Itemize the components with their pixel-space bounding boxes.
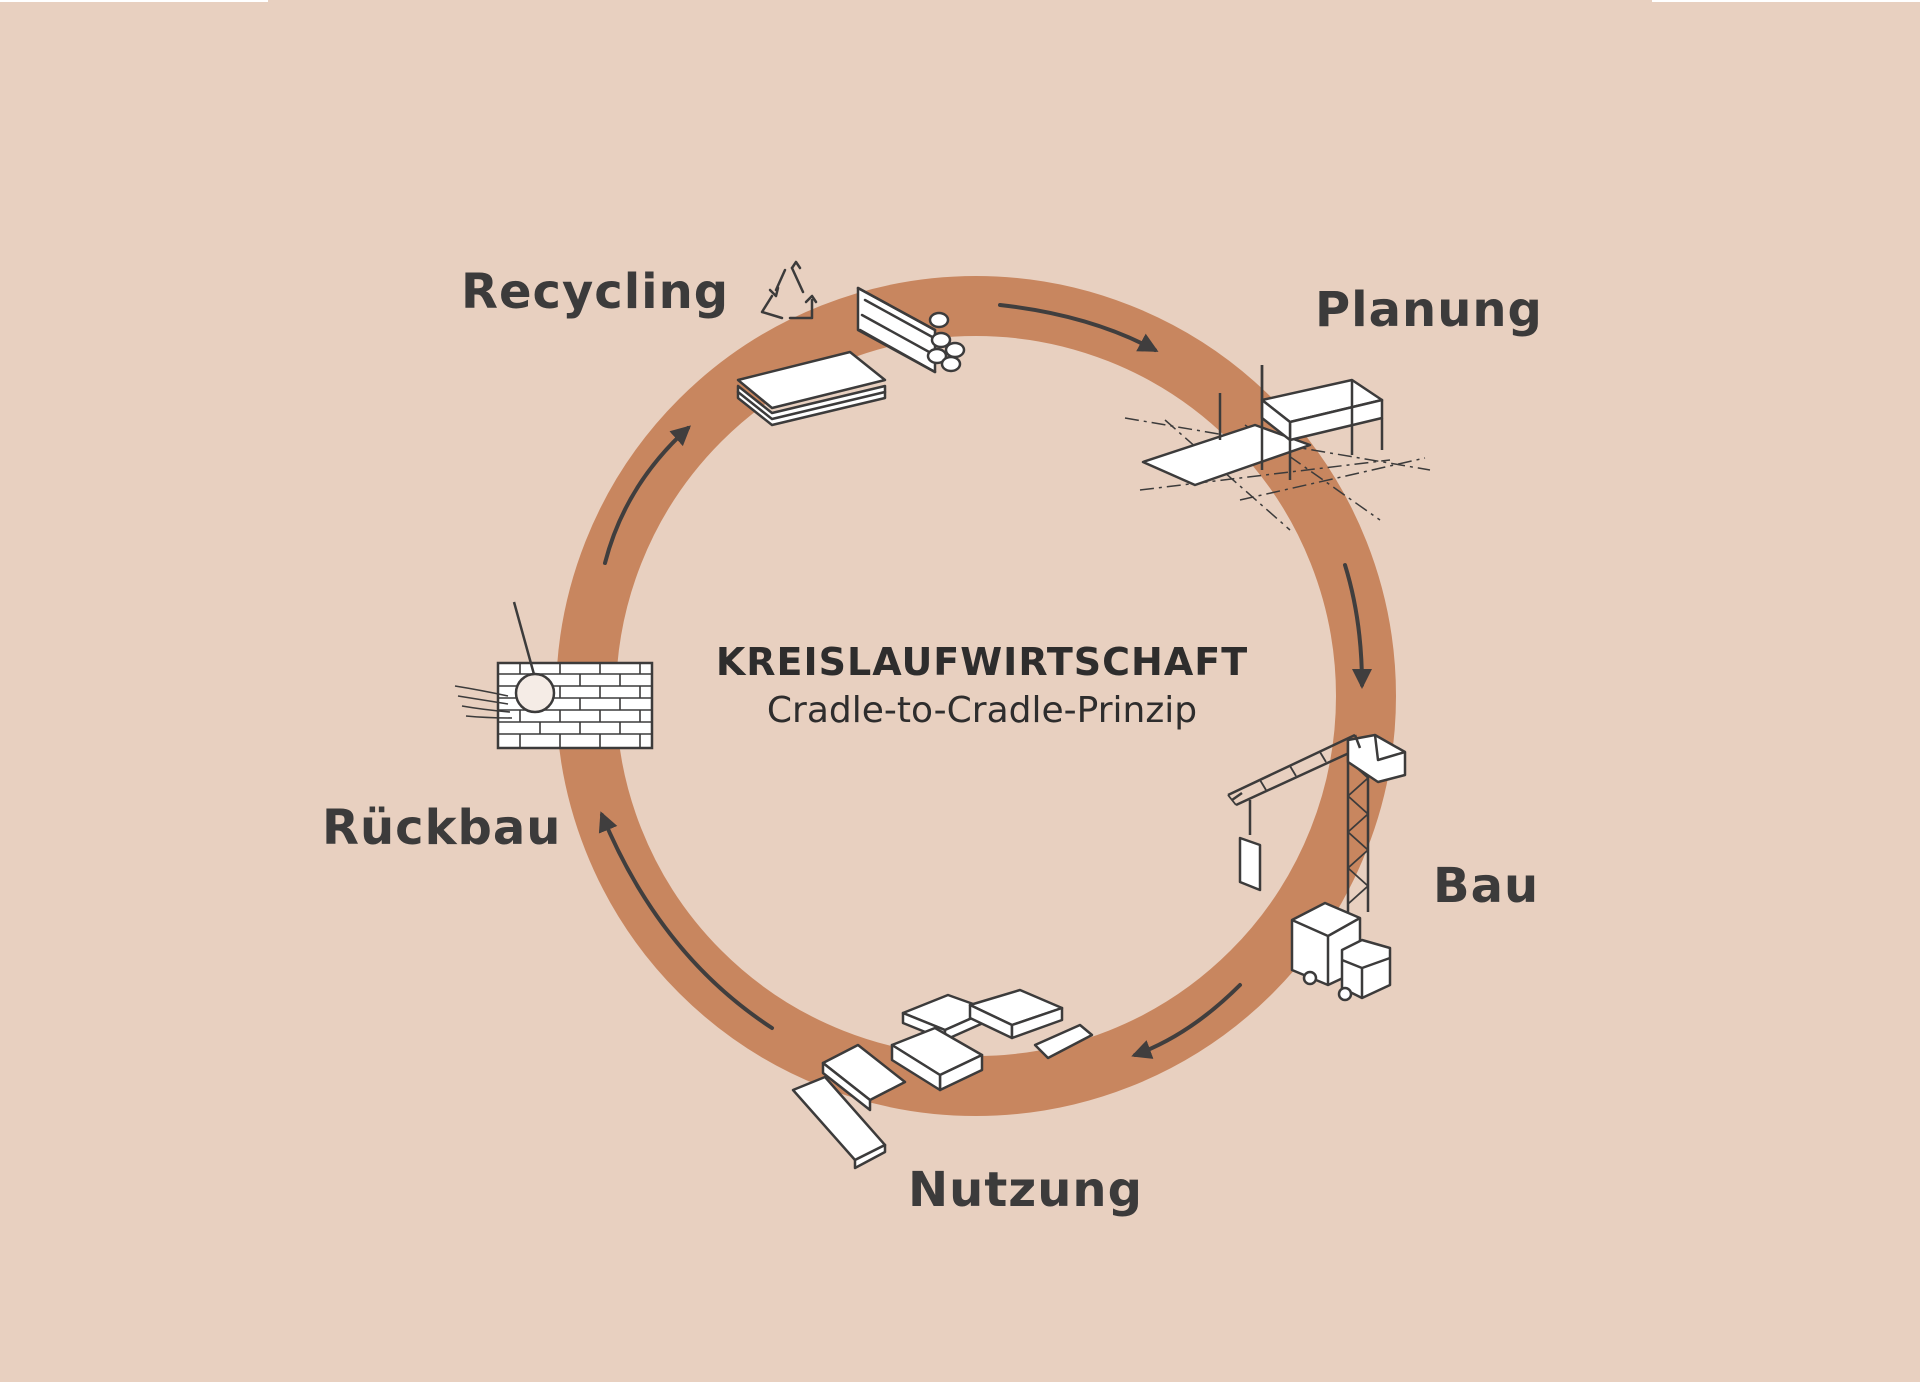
recycle-symbol-icon <box>760 260 818 320</box>
top-left-strip <box>0 0 268 2</box>
label-bau: Bau <box>1433 858 1540 914</box>
building-plan-icon <box>1124 365 1431 531</box>
arrow-nutzung-to-rueckbau <box>598 811 774 1030</box>
label-rueckbau: Rückbau <box>322 800 562 856</box>
arrow-bau-to-nutzung <box>1131 983 1242 1059</box>
recycled-materials-icon <box>736 260 966 427</box>
crane-icon <box>1227 733 1407 912</box>
arrow-planung-to-bau <box>1343 563 1372 689</box>
center-subtitle: Cradle-to-Cradle-Prinzip <box>766 690 1198 731</box>
flow-arrows <box>598 303 1372 1059</box>
label-nutzung: Nutzung <box>908 1162 1143 1218</box>
sheet-stack-icon <box>736 350 887 427</box>
demolition-wall-icon <box>454 601 654 750</box>
panels-stack-icon <box>791 988 1094 1170</box>
pipe-bundle-icon <box>856 286 966 374</box>
label-recycling: Recycling <box>461 264 730 320</box>
center-caption: KREISLAUFWIRTSCHAFT Cradle-to-Cradle-Pri… <box>632 640 1332 731</box>
crane-truck-icon <box>1227 733 1407 1002</box>
arrow-rueckbau-to-recycling <box>603 425 691 565</box>
center-title: KREISLAUFWIRTSCHAFT <box>715 640 1249 684</box>
label-planung: Planung <box>1315 282 1543 338</box>
truck-icon <box>1290 901 1392 1002</box>
top-right-strip <box>1652 0 1920 2</box>
arrow-recycling-to-planung <box>998 303 1159 352</box>
